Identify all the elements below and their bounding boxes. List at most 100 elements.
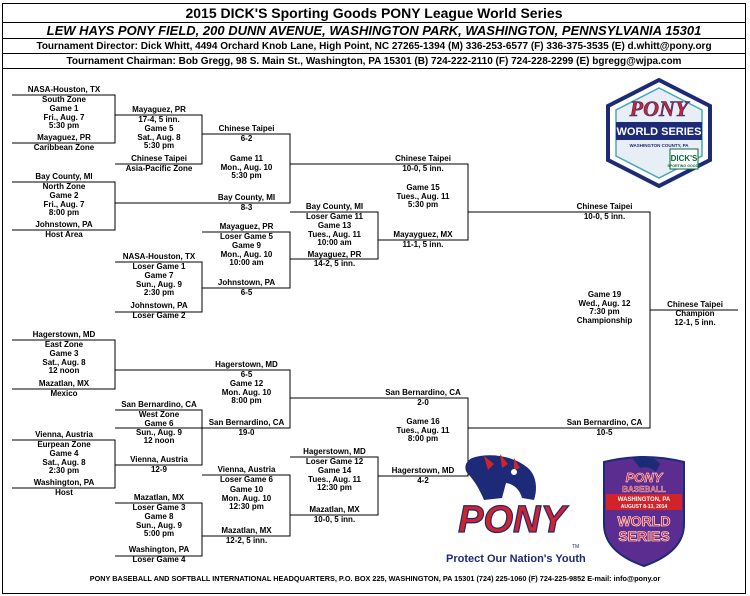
g10-team1: Vienna, Austria — [217, 465, 276, 474]
horse-head-icon — [465, 455, 536, 500]
wslogo-sponsor-sub: SPORTING GOODS — [667, 164, 701, 168]
g9-info: Game 9 Mon., Aug. 10 10:00 am — [220, 241, 273, 268]
g3-team1-zone: East Zone — [44, 340, 84, 349]
g19-team1: Chinese Taipei — [576, 202, 633, 211]
g8-info: Game 8 Sun., Aug. 9 5:00 pm — [136, 512, 182, 539]
g2-team2: Johnstown, PA — [35, 220, 93, 229]
g13-team1-note: Loser Game 11 — [306, 212, 363, 221]
shield-dates-text: AUGUST 8-13, 2014 — [621, 504, 668, 510]
g9-team2-score: 6-5 — [240, 288, 253, 297]
g7-team2: Johnstown, PA — [130, 301, 188, 310]
g16-team2: Hagerstown, MD — [391, 466, 455, 475]
g3-info: Game 3 Sat., Aug. 8 12 noon — [42, 349, 86, 376]
g1-info: Game 1 Fri., Aug. 7 5:30 pm — [43, 104, 85, 131]
g8-team2-note: Loser Game 4 — [132, 555, 186, 564]
g1-team2: Mayaguez, PR — [37, 133, 91, 142]
g2-team1: Bay County, MI — [35, 172, 93, 181]
wslogo-world-series-text: WORLD SERIES — [617, 126, 702, 138]
g14-team2-score: 10-0, 5 inn. — [313, 515, 356, 524]
g8-team1: Mazatlan, MX — [133, 493, 185, 502]
baseball-world-series-logo: PONY BASEBALL WASHINGTON, PA AUGUST 8-13… — [603, 456, 685, 568]
g13-info: Game 13 Tues., Aug. 11 10:00 am — [308, 221, 361, 248]
g2-team2-zone: Host Area — [45, 230, 83, 239]
shield-series-text: SERIES — [618, 528, 669, 544]
g9-team2: Johnstown, PA — [217, 278, 276, 287]
g16-team2-score: 4-2 — [417, 476, 429, 485]
g13-team2: Mayaguez, PR — [307, 250, 362, 259]
wslogo-sponsor-text: DICK'S — [671, 154, 698, 163]
g12-team1-score: 6-5 — [240, 370, 253, 379]
g16-team1: San Bernardino, CA — [385, 388, 461, 397]
g11-team1-score: 6-2 — [240, 134, 253, 143]
champion-label: Champion — [675, 309, 715, 318]
g5-team2-zone: Asia-Pacific Zone — [125, 164, 193, 173]
headquarters-footer: PONY BASEBALL AND SOFTBALL INTERNATIONAL… — [89, 574, 661, 583]
g11-team1: Chinese Taipei — [218, 124, 275, 133]
shield-location-text: WASHINGTON, PA — [618, 497, 671, 503]
g1-team2-zone: Caribbean Zone — [33, 143, 95, 152]
g19-team1-score: 10-0, 5 inn. — [583, 212, 626, 221]
g5-team1: Mayaguez, PR — [132, 105, 186, 114]
g3-team2: Mazatlan, MX — [38, 379, 90, 388]
g19-team2-score: 10-5 — [596, 428, 613, 437]
g5-info: Game 5 Sat., Aug. 8 5:30 pm — [137, 124, 181, 151]
g7-info: Game 7 Sun., Aug. 9 2:30 pm — [136, 271, 182, 298]
g4-team2-zone: Host — [55, 488, 73, 497]
pony-tm: TM — [572, 544, 579, 550]
wslogo-pony-text: PONY — [629, 96, 691, 121]
shield-horse-icon — [632, 456, 660, 472]
g10-team2-score: 12-2, 5 inn. — [225, 536, 268, 545]
g11-info: Game 11 Mon., Aug. 10 5:30 pm — [220, 154, 273, 181]
g14-team2: Mazatlan, MX — [309, 505, 360, 514]
g16-info: Game 16 Tues., Aug. 11 8:00 pm — [396, 417, 450, 444]
bracket-frame — [2, 68, 746, 594]
g16-team1-score: 2-0 — [417, 398, 429, 407]
g8-team1-note: Loser Game 3 — [132, 503, 186, 512]
g1-team1: NASA-Houston, TX — [27, 85, 101, 94]
g12-info: Game 12 Mon. Aug. 10 8:00 pm — [221, 379, 272, 406]
g3-team2-zone: Mexico — [50, 389, 78, 398]
pony-tagline: Protect Our Nation's Youth — [446, 553, 586, 565]
g11-team2: Bay County, MI — [217, 193, 276, 202]
g7-team1: NASA-Houston, TX — [122, 252, 196, 261]
g15-team1-score: 10-0, 5 inn. — [402, 164, 444, 173]
g12-team2: San Bernardino, CA — [208, 418, 285, 427]
g5-team2: Chinese Taipei — [131, 154, 187, 163]
g10-info: Game 10 Mon. Aug. 10 12:30 pm — [221, 485, 272, 512]
g5-team1-score: 17-4, 5 inn. — [138, 115, 180, 124]
g19-team2: San Bernardino, CA — [566, 418, 643, 427]
shield-pony-text: PONY — [626, 470, 664, 485]
g4-info: Game 4 Sat., Aug. 8 2:30 pm — [42, 449, 86, 476]
shield-baseball-text: BASEBALL — [622, 485, 666, 494]
g11-team2-score: 8-3 — [240, 203, 253, 212]
g6-team2: Vienna, Austria — [130, 455, 188, 464]
champion-score: 12-1, 5 inn. — [674, 318, 716, 327]
g4-team1-zone: Eurpean Zone — [37, 440, 91, 449]
g19-info: Game 19 Wed., Aug. 12 7:30 pm Championsh… — [576, 290, 633, 325]
g6-team1: San Bernardino, CA — [121, 400, 197, 409]
g3-team1: Hagerstown, MD — [32, 330, 96, 339]
g12-team1: Hagerstown, MD — [215, 360, 278, 369]
g4-team1: Vienna, Austria — [35, 430, 93, 439]
g6-team1-zone: West Zone — [138, 410, 180, 419]
g8-team2: Washington, PA — [128, 545, 190, 554]
g2-info: Game 2 Fri., Aug. 7 8:00 pm — [43, 191, 85, 218]
g14-info: Game 14 Tues., Aug. 11 12:30 pm — [308, 466, 361, 493]
g7-team2-note: Loser Game 2 — [132, 311, 186, 320]
g6-team2-score: 12-9 — [150, 465, 167, 474]
g10-team1-note: Loser Game 6 — [220, 475, 273, 484]
g9-team1-note: Loser Game 5 — [220, 232, 273, 241]
g13-team2-score: 14-2, 5 inn. — [313, 259, 356, 268]
g4-team2: Washington, PA — [33, 478, 95, 487]
g15-team2: Mayayguez, MX — [393, 230, 453, 239]
g14-team1: Hagerstown, MD — [303, 447, 366, 456]
g1-team1-zone: South Zone — [42, 95, 86, 104]
g13-team1: Bay County, MI — [305, 202, 364, 211]
g15-team2-score: 11-1, 5 inn. — [402, 240, 444, 249]
g12-team2-score: 19-0 — [238, 428, 255, 437]
champion-team: Chinese Taipei — [667, 300, 723, 309]
g10-team2: Mazatlan, MX — [221, 526, 272, 535]
g6-info: Game 6 Sun., Aug. 9 12 noon — [136, 419, 182, 446]
